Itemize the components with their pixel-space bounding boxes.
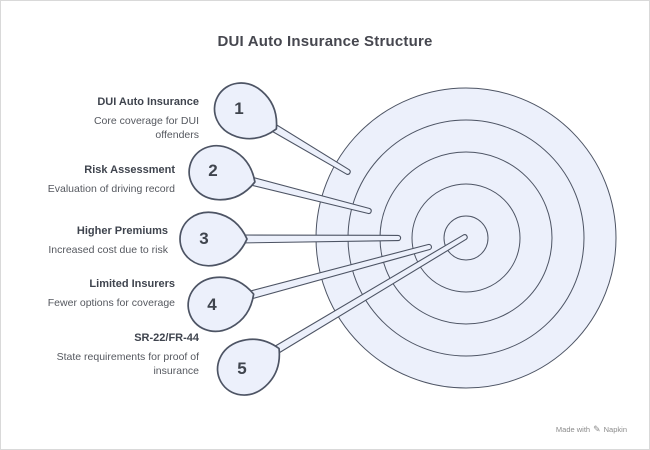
- watermark-prefix: Made with: [555, 425, 591, 434]
- callout-number-1: 1: [234, 99, 244, 118]
- callout-label-5: SR-22/FR-44 State requirements for proof…: [49, 332, 199, 378]
- callout-number-3: 3: [199, 229, 209, 248]
- pen-icon: ✎: [593, 424, 601, 434]
- callout-title: DUI Auto Insurance: [97, 96, 199, 108]
- callout-number-2: 2: [208, 161, 218, 180]
- callout-desc: Fewer options for coverage: [47, 297, 175, 309]
- callout-label-3: Higher Premiums Increased cost due to ri…: [48, 225, 168, 257]
- callout-balloon: [179, 211, 248, 267]
- callout-needle: [263, 120, 351, 175]
- callout-number-5: 5: [237, 359, 247, 378]
- callout-balloon: [188, 144, 256, 201]
- callout-title: Risk Assessment: [84, 164, 175, 176]
- callout-desc: Core coverage for DUI offenders: [93, 115, 199, 141]
- callout-number-4: 4: [207, 295, 217, 314]
- callout-desc: Increased cost due to risk: [48, 244, 168, 256]
- callout-label-4: Limited Insurers Fewer options for cover…: [48, 278, 175, 310]
- callout-desc: State requirements for proof of insuranc…: [56, 351, 199, 377]
- callout-title: Limited Insurers: [89, 278, 175, 290]
- callout-balloon: [216, 338, 281, 396]
- callout-balloon: [213, 82, 278, 140]
- callout-label-1: DUI Auto Insurance Core coverage for DUI…: [69, 96, 199, 142]
- callout-balloon: [187, 276, 255, 333]
- callout-label-2: Risk Assessment Evaluation of driving re…: [48, 164, 175, 196]
- watermark-brand: Napkin: [603, 425, 627, 434]
- callout-desc: Evaluation of driving record: [47, 183, 175, 195]
- callout-title: Higher Premiums: [76, 225, 168, 237]
- callout-title: SR-22/FR-44: [134, 332, 199, 344]
- page-title: DUI Auto Insurance Structure: [217, 33, 433, 50]
- watermark: Made with ✎ Napkin: [555, 424, 627, 435]
